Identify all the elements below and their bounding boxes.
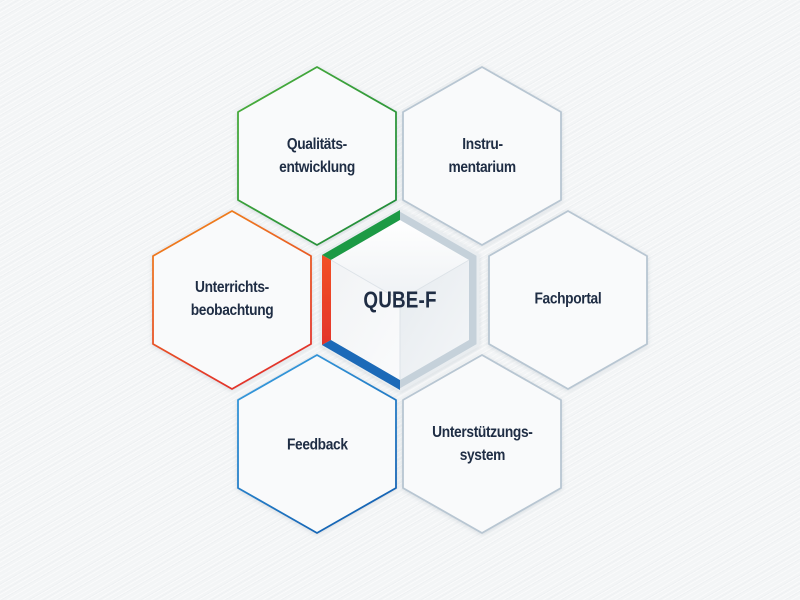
label-unterstuetzungssystem: Unterstützungs- system: [431, 424, 533, 464]
label-instrumentarium: Instru- mentarium: [448, 136, 516, 176]
center-title: QUBE-F: [363, 286, 437, 313]
label-qualitaetsentwicklung: Qualitäts- entwicklung: [279, 136, 355, 176]
band-blue: [322, 340, 400, 390]
hex-instrumentarium[interactable]: [402, 66, 562, 246]
hex-fachportal[interactable]: [488, 210, 648, 390]
band-red: [322, 255, 331, 345]
hex-feedback[interactable]: [237, 354, 397, 534]
label-feedback: Feedback: [286, 436, 348, 454]
hex-unterrichtsbeobachtung[interactable]: [152, 210, 312, 390]
band-green: [322, 210, 400, 260]
label-fachportal: Fachportal: [534, 290, 602, 308]
center-cube[interactable]: [320, 208, 480, 392]
hex-qualitaetsentwicklung[interactable]: [237, 66, 397, 246]
hex-unterstuetzungssystem[interactable]: [402, 354, 562, 534]
label-unterrichtsbeobachtung: Unterrichts- beobachtung: [190, 279, 274, 319]
